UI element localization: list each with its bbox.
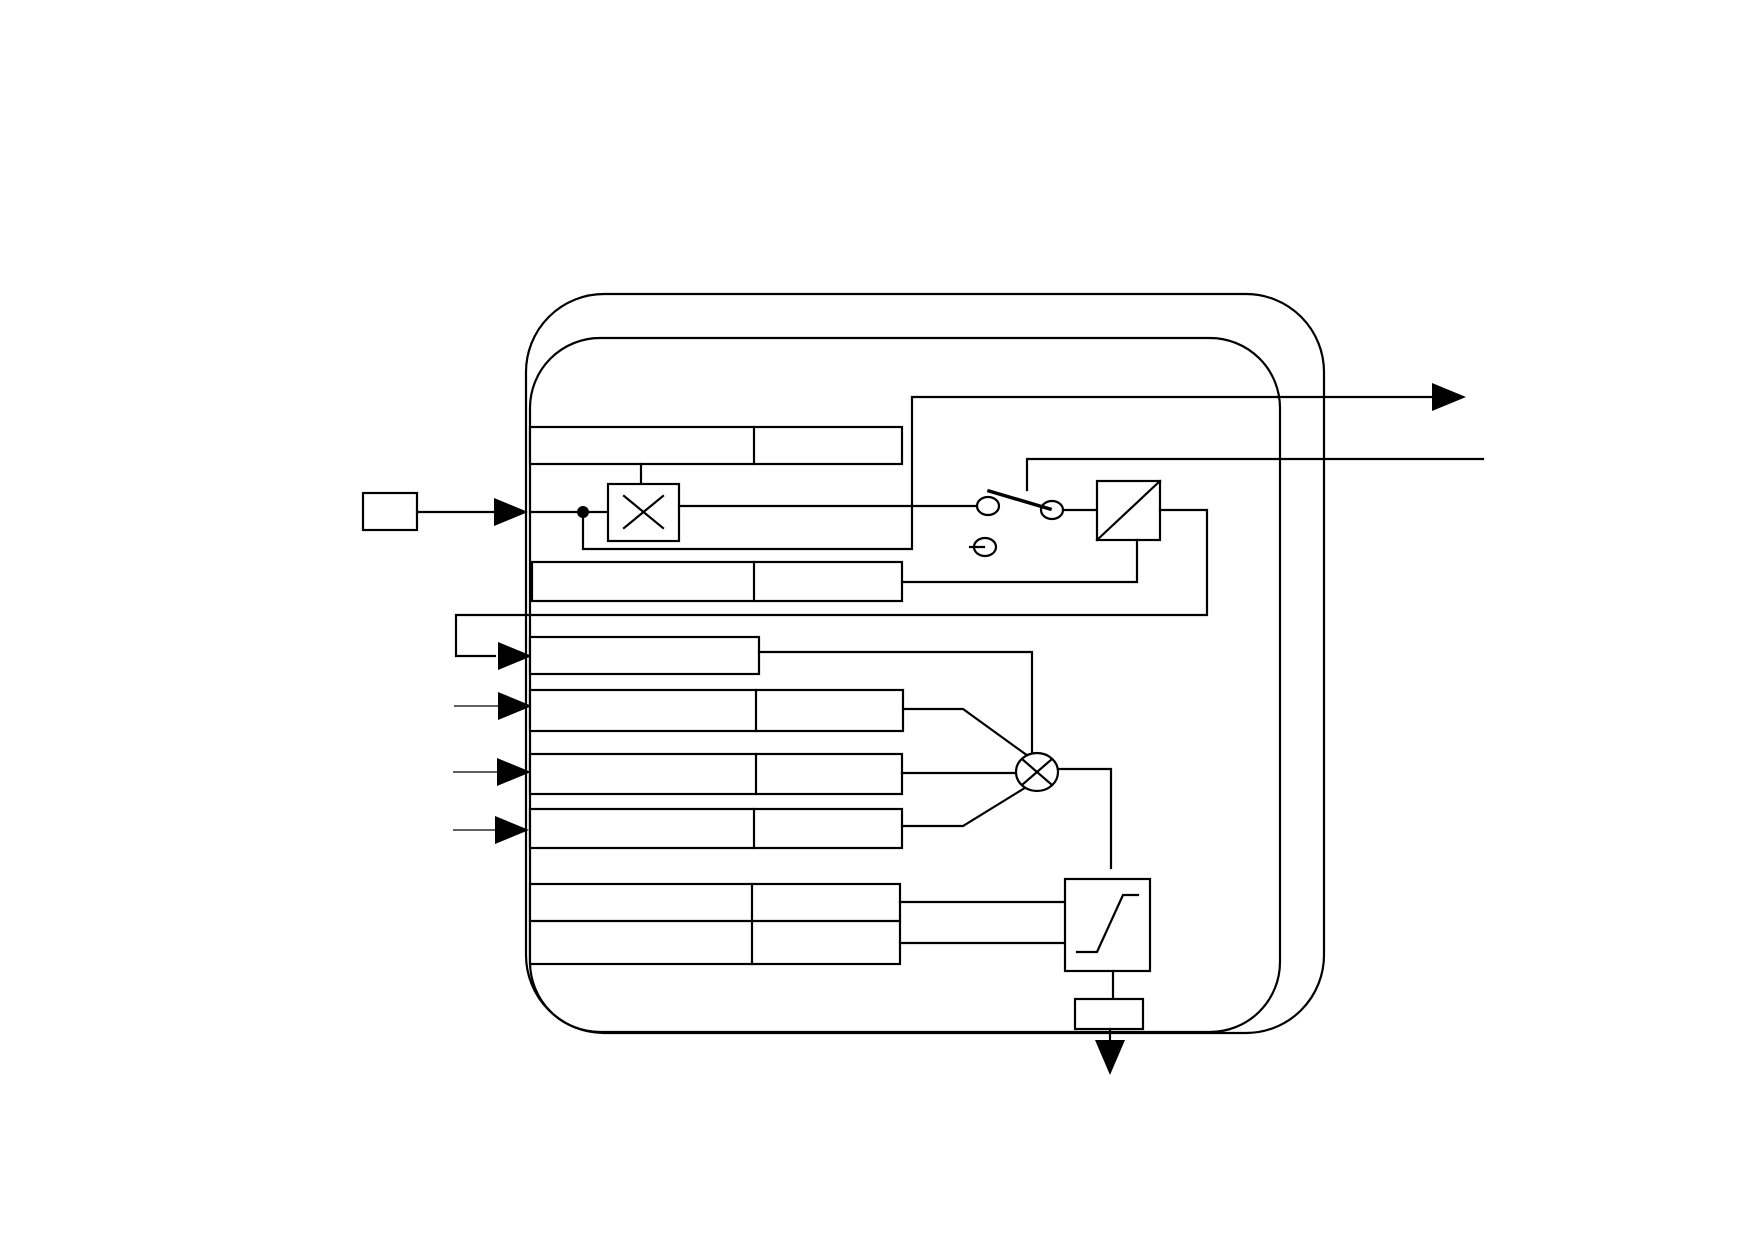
divide-icon [1095,479,1162,542]
multiplier-block [606,462,681,543]
input-box [361,491,419,532]
ramp-block [1063,877,1152,973]
param-row-3 [528,635,761,676]
param-row-1 [528,425,904,466]
param-row-5 [528,752,904,796]
ramp-icon [1075,893,1140,954]
param-row-4 [528,688,905,733]
input-arrow-2-head [498,692,532,720]
param-row-2 [530,560,904,603]
bottom-output-arrow-head [1095,1040,1125,1075]
input-arrow-3-head [497,758,531,786]
output-box [1073,997,1145,1031]
summing-junction [1014,751,1060,793]
top-output-arrow-head [1432,383,1466,411]
param-row-6 [528,807,904,850]
switch-icon [986,488,1053,512]
input-arrow-head [494,498,528,526]
feedback-arrow-head [498,642,532,670]
inner-frame [528,336,1282,1034]
divider-block [1095,479,1162,542]
param-table-bottom [528,882,902,966]
input-arrow-4-head [495,816,529,844]
outer-frame [524,292,1326,1035]
changeover-switch [968,488,1065,558]
